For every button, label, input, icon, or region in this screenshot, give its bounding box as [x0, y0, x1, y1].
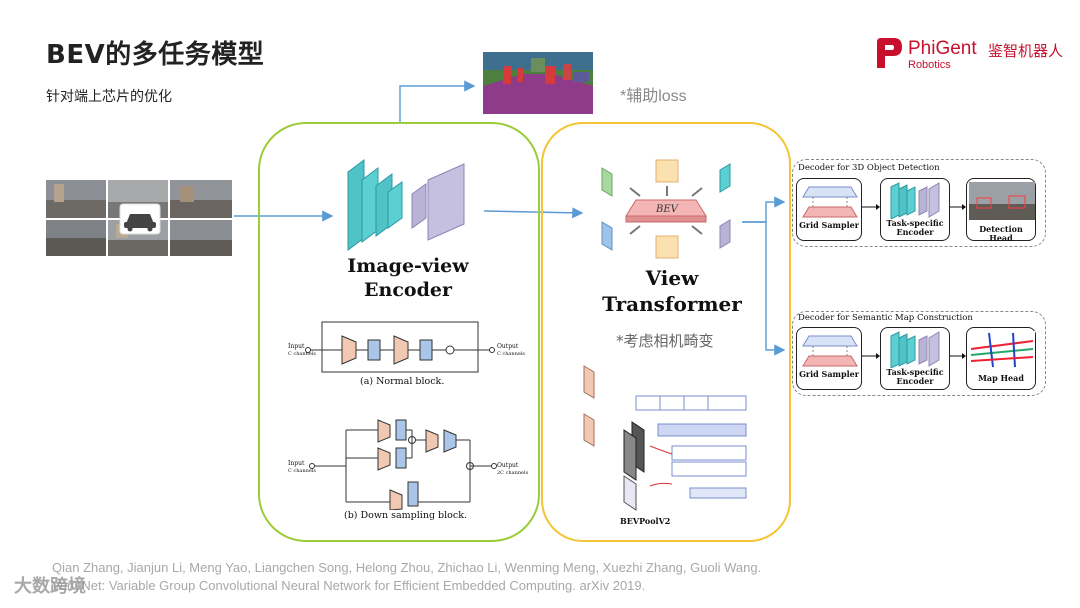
- normal-block-caption: (a) Normal block.: [360, 376, 445, 387]
- camera-distortion-note: *考虑相机畸变: [616, 332, 714, 350]
- normal-output-label: Output: [497, 343, 519, 350]
- slide-subtitle: 针对端上芯片的优化: [46, 89, 172, 105]
- encoder-panel: [258, 122, 540, 542]
- encoder-label-line1: Image-view: [347, 255, 469, 277]
- grid-sampler-label-1: Grid Sampler: [799, 220, 859, 230]
- down-input-label: Input: [288, 460, 305, 467]
- grid-sampler-icon: [802, 186, 858, 218]
- normal-input-label: Input: [288, 343, 305, 350]
- detection-head-box: Detection Head: [966, 178, 1036, 243]
- view-transformer-panel: [541, 122, 791, 542]
- view-transformer-label: View Transformer: [586, 265, 758, 317]
- surround-camera-images: [46, 180, 232, 256]
- detection-head-label: Detection Head: [979, 224, 1023, 243]
- grid-sampler-label-2: Grid Sampler: [799, 369, 859, 379]
- normal-output-channels: C channels: [497, 351, 525, 357]
- task-encoder-box-1: Task-specific Encoder: [880, 178, 950, 241]
- map-head-image: [969, 331, 1035, 369]
- arrow-encoder-to-aux: [399, 80, 476, 124]
- bev-label: BEV: [656, 204, 678, 215]
- vt-label-line2: Transformer: [602, 292, 742, 316]
- normal-input-channels: C channels: [288, 351, 316, 357]
- bevpoolv2-diagram: [583, 365, 747, 511]
- encoder-feature-maps: [347, 159, 465, 251]
- normal-block-diagram: [305, 321, 495, 373]
- task-encoder-box-2: Task-specific Encoder: [880, 327, 950, 390]
- auxiliary-loss-note: *辅助loss: [620, 88, 687, 105]
- semantic-segmentation-image: [483, 52, 593, 114]
- decoder-3d-detection: [792, 159, 1046, 247]
- citation-line1: Qian Zhang, Jianjun Li, Meng Yao, Liangc…: [52, 560, 762, 575]
- task-encoder-icon: [890, 182, 940, 219]
- bevpoolv2-caption: BEVPoolV2: [620, 516, 671, 526]
- down-output-channels: 2C channels: [497, 470, 529, 476]
- down-block-caption: (b) Down sampling block.: [344, 510, 467, 521]
- task-encoder-label-2: Task-specific Encoder: [886, 367, 944, 386]
- decoder-semantic-map-title: Decoder for Semantic Map Construction: [798, 313, 973, 323]
- logo-name: PhiGent: [908, 38, 977, 59]
- arrow-vt-to-map: [742, 221, 786, 356]
- arrow-encoder-to-vt: [483, 207, 584, 219]
- down-input-channels: C channels: [288, 468, 316, 474]
- phigent-logo-icon: [877, 38, 902, 68]
- down-output-label: Output: [497, 462, 519, 469]
- decoder2-inner-arrows: [862, 353, 966, 359]
- down-sampling-block-diagram: [309, 419, 497, 510]
- vt-label-line1: View: [645, 266, 699, 290]
- decoder-3d-detection-title: Decoder for 3D Object Detection: [798, 163, 940, 173]
- map-head-box: Map Head: [966, 327, 1036, 390]
- grid-sampler-box-1: Grid Sampler: [796, 178, 862, 241]
- grid-sampler-icon: [802, 335, 858, 367]
- citation-line2: VarGNet: Variable Group Convolutional Ne…: [52, 578, 646, 593]
- decoder1-inner-arrows: [862, 204, 966, 210]
- logo-subtitle: Robotics: [908, 59, 951, 71]
- task-encoder-label-1: Task-specific Encoder: [886, 218, 944, 237]
- logo-name-cn: 鉴智机器人: [988, 42, 1064, 60]
- slide-title: BEV的多任务模型: [46, 40, 265, 70]
- task-encoder-icon: [890, 331, 940, 368]
- grid-sampler-box-2: Grid Sampler: [796, 327, 862, 390]
- watermark: 大数跨境: [14, 576, 86, 597]
- encoder-label-line2: Encoder: [364, 279, 452, 301]
- detection-head-image: [969, 182, 1035, 220]
- map-head-label: Map Head: [978, 373, 1024, 383]
- encoder-label: Image-view Encoder: [318, 254, 498, 302]
- citation: Qian Zhang, Jianjun Li, Meng Yao, Liangc…: [52, 559, 761, 595]
- view-transformer-diagram: [601, 159, 731, 259]
- decoder-semantic-map: [792, 311, 1046, 396]
